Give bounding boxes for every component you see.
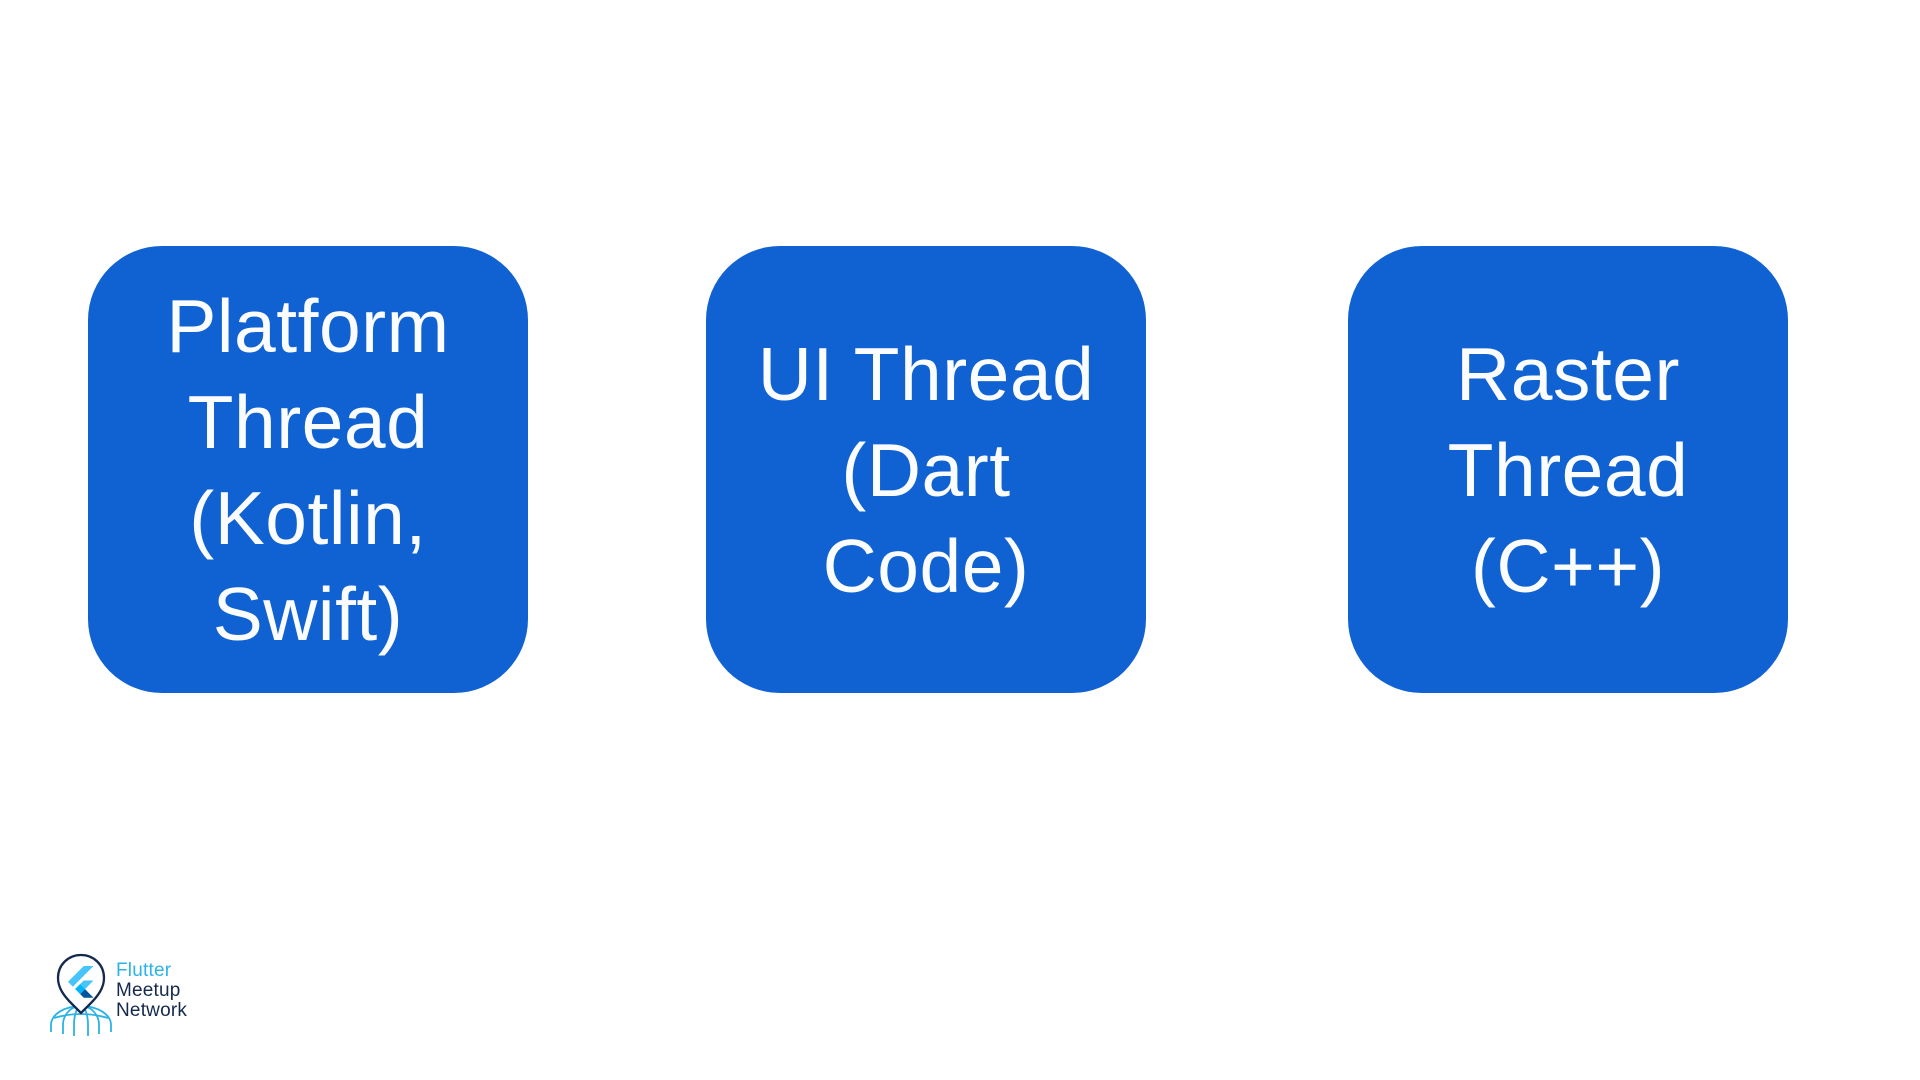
thread-box-line: Swift) (212, 571, 404, 656)
logo-text: Flutter Meetup Network (116, 961, 187, 1021)
flutter-pin-globe-icon (50, 953, 112, 1036)
thread-box-line: (Dart (841, 427, 1011, 512)
flutter-meetup-network-logo: Flutter Meetup Network (50, 952, 187, 1044)
thread-box-line: Thread (187, 379, 429, 464)
thread-box-line: Platform (166, 283, 450, 368)
thread-box-line: UI Thread (757, 331, 1095, 416)
ui-thread-box: UI Thread (Dart Code) (706, 246, 1146, 693)
thread-box-line: Code) (822, 523, 1030, 608)
thread-box-line: Thread (1447, 427, 1689, 512)
flutter-logo-icon (68, 966, 94, 998)
raster-thread-box: Raster Thread (C++) (1348, 246, 1788, 693)
thread-box-line: (C++) (1470, 523, 1666, 608)
logo-line-meetup: Meetup (116, 980, 181, 1001)
thread-box-line: Raster (1456, 331, 1680, 416)
platform-thread-box: Platform Thread (Kotlin, Swift) (88, 246, 528, 693)
thread-box-line: (Kotlin, (189, 475, 427, 560)
logo-line-network: Network (116, 1000, 188, 1021)
logo-line-flutter: Flutter (116, 960, 172, 981)
